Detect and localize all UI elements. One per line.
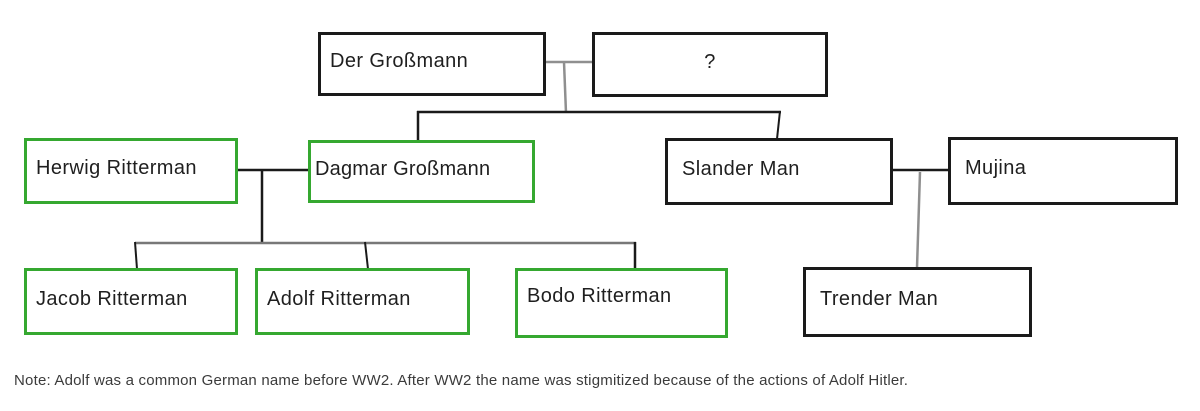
node-mujina: Mujina (948, 137, 1178, 205)
node-herwig-ritterman: Herwig Ritterman (24, 138, 238, 204)
couple3-drop-line (915, 171, 922, 269)
node-adolf-ritterman: Adolf Ritterman (255, 268, 470, 335)
drop-to-adolf (364, 241, 369, 270)
drop-to-slander (776, 110, 781, 140)
node-bodo-ritterman: Bodo Ritterman (515, 268, 728, 338)
footnote: Note: Adolf was a common German name bef… (14, 372, 909, 389)
node-trender-man: Trender Man (803, 267, 1032, 337)
node-dagmar-grossmann: Dagmar Großmann (308, 140, 535, 203)
node-jacob-ritterman: Jacob Ritterman (24, 268, 238, 335)
node-der-grossmann: Der Großmann (318, 32, 546, 96)
node-unknown-spouse: ? (592, 32, 828, 97)
node-slander-man: Slander Man (665, 138, 893, 205)
couple1-drop-line (562, 61, 568, 114)
drop-to-jacob (134, 241, 138, 270)
